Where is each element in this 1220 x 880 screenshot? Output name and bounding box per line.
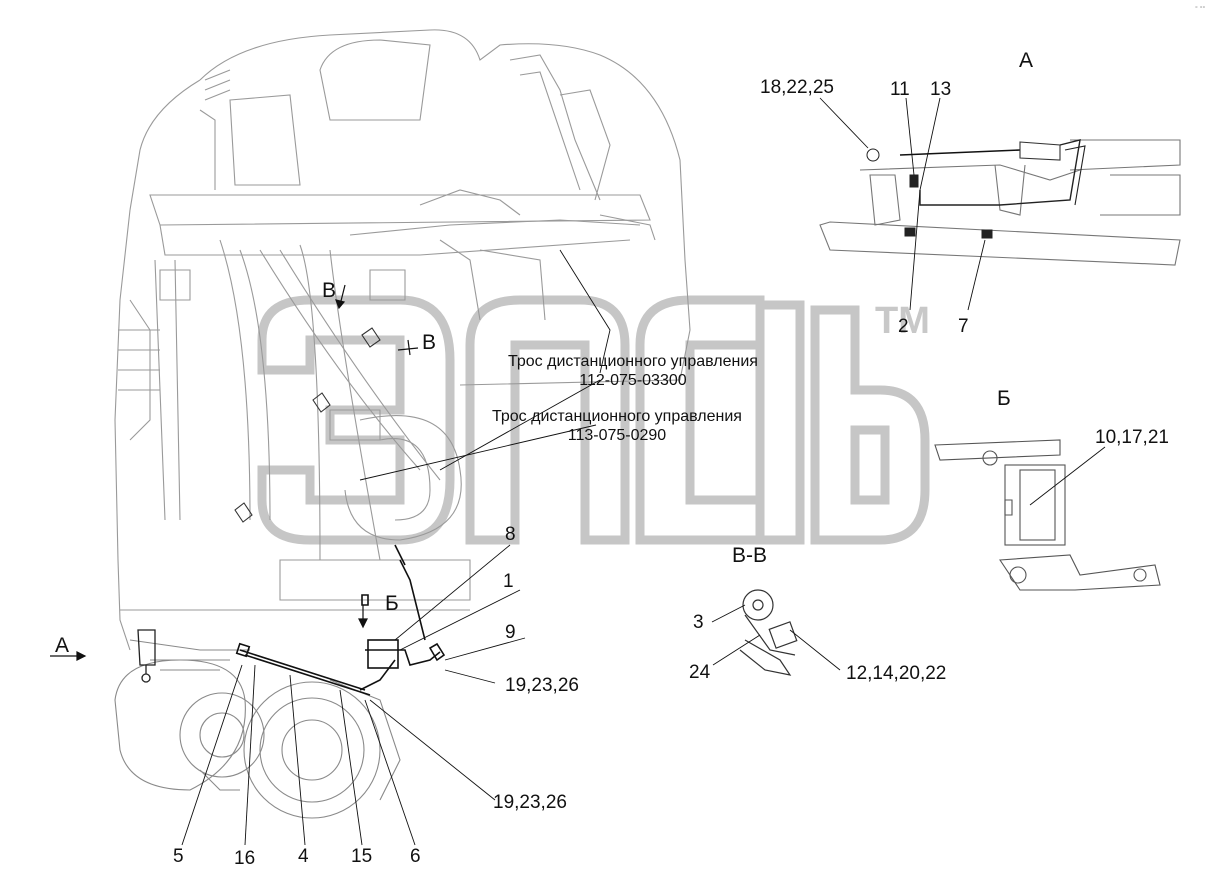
cable-note-2-code: 113-075-0290: [567, 427, 667, 445]
callout-13: 13: [930, 79, 952, 100]
callout-9: 9: [505, 622, 516, 643]
callout-19-23-26-lower: 19,23,26: [493, 792, 567, 813]
cable-note-1-code: 112-075-03300: [579, 372, 687, 390]
view-a-title: А: [1019, 49, 1034, 72]
tractor-body: [114, 29, 691, 651]
view-a-detail: [819, 139, 1181, 266]
view-vv-leaders: [711, 604, 841, 671]
watermark-tm: TM: [875, 300, 930, 342]
callout-8: 8: [505, 524, 516, 545]
view-a-leaders: [819, 97, 986, 311]
view-b-detail: [934, 439, 1161, 591]
callout-3: 3: [693, 612, 704, 633]
callout-5: 5: [173, 846, 184, 867]
callout-1: 1: [503, 571, 514, 592]
callout-10-17-21: 10,17,21: [1095, 427, 1169, 448]
lever-a-left: [137, 629, 156, 683]
callout-12-14-20-22: 12,14,20,22: [846, 663, 947, 684]
cable-note-2-name: Трос дистанционного управления: [492, 408, 742, 425]
callout-4: 4: [298, 846, 309, 867]
corner-mark: ° °°: [1195, 6, 1206, 13]
view-arrows: [50, 284, 419, 661]
view-arrow-a-label: А: [55, 634, 70, 657]
callout-6: 6: [410, 846, 421, 867]
cable-note-1: Трос дистанционного управления 112-075-0…: [508, 352, 758, 390]
cable-note-2: Трос дистанционного управления 113-075-0…: [492, 407, 742, 445]
callout-11: 11: [890, 79, 910, 100]
view-arrow-v-top-label: В: [322, 279, 337, 302]
clamps: [234, 327, 381, 523]
callout-15: 15: [351, 846, 373, 867]
callout-7: 7: [958, 316, 969, 337]
cable-note-1-name: Трос дистанционного управления: [508, 353, 758, 370]
view-arrow-b-label: Б: [385, 592, 399, 615]
view-arrow-v-right-label: В: [422, 331, 437, 354]
callout-18-22-25: 18,22,25: [760, 77, 834, 98]
callout-2: 2: [898, 316, 909, 337]
callout-24: 24: [689, 662, 711, 683]
view-vv-title: В-В: [732, 544, 768, 567]
leader-lines: [181, 249, 611, 846]
view-b-title: Б: [997, 387, 1011, 410]
callout-16: 16: [234, 848, 256, 869]
engine-lower: [114, 639, 401, 819]
view-b-leader: [1029, 446, 1106, 506]
control-linkage: [235, 544, 446, 696]
view-vv-detail: [739, 589, 798, 676]
callout-19-23-26-upper: 19,23,26: [505, 675, 579, 696]
watermark-logo: [257, 295, 930, 545]
